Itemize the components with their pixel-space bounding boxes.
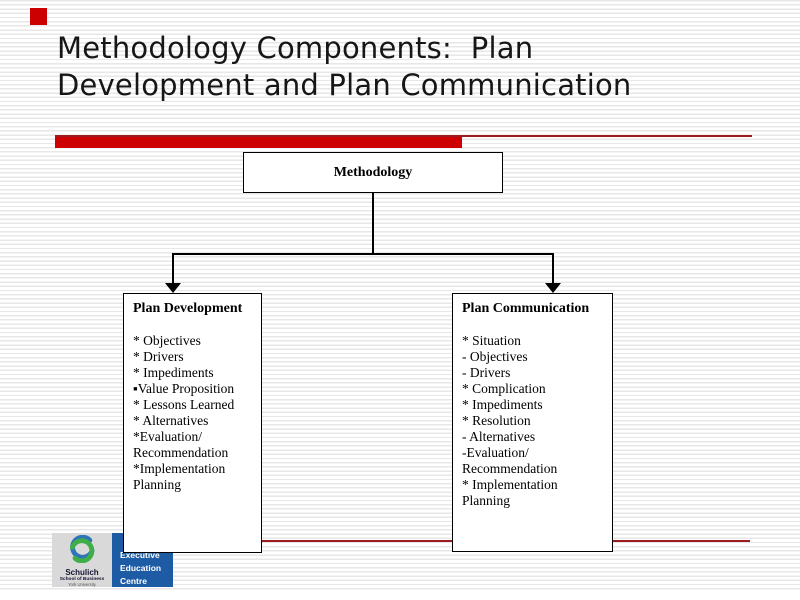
list-item: ▪Value Proposition <box>133 381 235 396</box>
list-item: *Implementation <box>133 461 226 476</box>
list-item: Recommendation <box>462 461 558 476</box>
plan-development-box: Plan Development * Objectives* Drivers* … <box>123 293 262 553</box>
list-item: * Impediments <box>462 397 543 412</box>
arrowhead-left-icon <box>165 283 181 293</box>
schulich-school-of-business: School of Business <box>59 577 105 582</box>
list-item: * Situation <box>462 333 521 348</box>
list-item: -Evaluation/ <box>462 445 529 460</box>
connector-root-vertical <box>372 193 374 253</box>
list-item: Planning <box>462 493 511 508</box>
slide-title: Methodology Components: Plan Development… <box>57 30 757 104</box>
plan-communication-box: Plan Communication * Situation- Objectiv… <box>452 293 613 552</box>
list-item: - Objectives <box>462 349 528 364</box>
list-item: * Implementation <box>462 477 558 492</box>
list-item: Education <box>120 563 162 573</box>
methodology-root-label: Methodology <box>333 164 413 180</box>
list-item: Planning <box>133 477 182 492</box>
slide-title-line2: Development and Plan Communication <box>57 68 632 102</box>
connector-horizontal <box>172 253 554 255</box>
list-item: * Resolution <box>462 413 531 428</box>
template-red-square <box>30 8 47 25</box>
arrowhead-right-icon <box>545 283 561 293</box>
list-item: *Evaluation/ <box>133 429 202 444</box>
title-rule-red-bar <box>55 137 462 148</box>
connector-right-vertical <box>552 253 554 284</box>
list-item: * Impediments <box>133 365 214 380</box>
bottom-margin <box>0 591 800 600</box>
plan-communication-list: * Situation- Objectives- Drivers* Compli… <box>453 333 612 509</box>
list-item: - Drivers <box>462 365 511 380</box>
title-rule-thin-line <box>55 135 752 137</box>
plan-communication-title: Plan Communication <box>462 301 590 316</box>
connector-left-vertical <box>172 253 174 284</box>
schulich-swirl-icon <box>69 534 95 564</box>
slide-title-line1: Methodology Components: Plan <box>57 31 534 65</box>
footer-rule-line <box>55 540 750 542</box>
schulich-logo: Schulich School of Business York Univers… <box>52 533 112 587</box>
list-item: * Drivers <box>133 349 184 364</box>
list-item: Centre <box>120 576 147 586</box>
list-item: * Lessons Learned <box>133 397 235 412</box>
list-item: Recommendation <box>133 445 229 460</box>
plan-development-title: Plan Development <box>133 301 243 316</box>
list-item: * Complication <box>462 381 546 396</box>
list-item: - Alternatives <box>462 429 536 444</box>
list-item: * Alternatives <box>133 413 209 428</box>
schulich-york-university: York University <box>68 582 96 587</box>
list-item: * Objectives <box>133 333 201 348</box>
schulich-name: Schulich <box>65 568 99 577</box>
list-item: Executive <box>120 550 160 560</box>
methodology-root-node: Methodology <box>243 152 503 193</box>
plan-development-list: * Objectives* Drivers* Impediments▪Value… <box>124 333 261 493</box>
